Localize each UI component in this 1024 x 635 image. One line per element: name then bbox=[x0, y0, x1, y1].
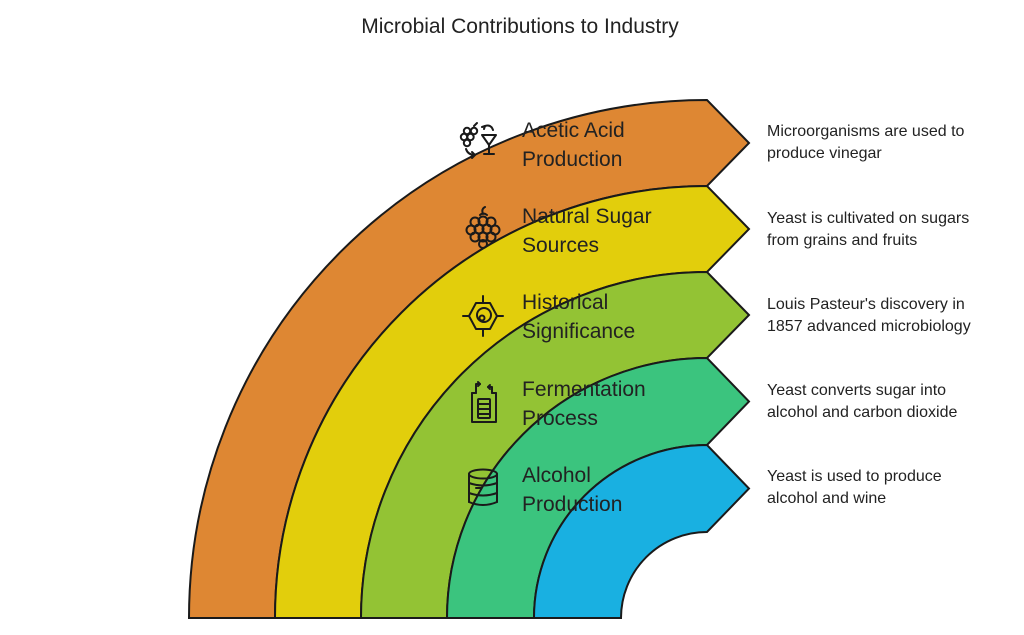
berry-icon bbox=[461, 206, 505, 250]
diagram-title: Microbial Contributions to Industry bbox=[361, 15, 679, 38]
band-alcohol bbox=[532, 443, 751, 619]
cell-molecule-icon bbox=[461, 294, 505, 338]
fermentation-tank-icon bbox=[462, 380, 506, 424]
grapes-cocktail-icon bbox=[458, 121, 502, 165]
barrel-icon bbox=[461, 466, 505, 510]
